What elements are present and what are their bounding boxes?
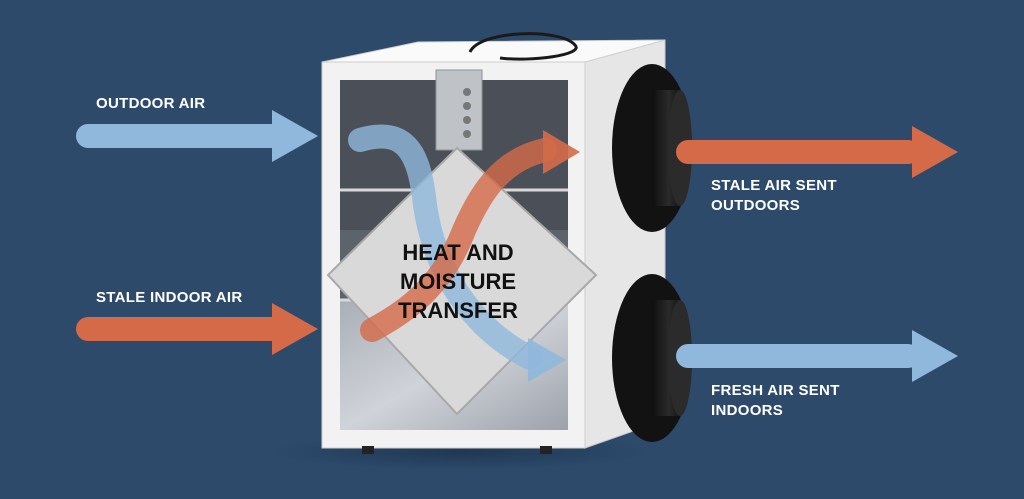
fresh-air-indoors-arrow-shaft <box>676 344 920 368</box>
supply-port <box>612 274 692 442</box>
outdoor-air-arrowhead <box>272 110 318 162</box>
stale-air-sent-outdoors-label: STALE AIR SENT OUTDOORS <box>711 177 837 214</box>
stale-indoor-air-arrow-shaft <box>76 317 286 341</box>
cabinet-foot <box>362 446 374 454</box>
stale-air-outdoors-arrow-shaft <box>676 140 920 164</box>
internal-stale-air-arrowhead <box>543 130 580 174</box>
control-box <box>435 69 483 151</box>
stale-air-outdoors-arrow <box>676 126 958 178</box>
stale-indoor-air-arrowhead <box>272 303 318 355</box>
control-screw <box>463 88 471 96</box>
internal-fresh-air-arrowhead <box>528 338 566 382</box>
outdoor-air-arrow-shaft <box>76 124 286 148</box>
cabinet-foot <box>540 446 552 454</box>
outdoor-air-label: OUTDOOR AIR <box>96 95 206 112</box>
control-screw <box>463 130 471 138</box>
power-cable <box>468 32 578 61</box>
fresh-air-indoors-arrow <box>676 330 958 382</box>
heat-moisture-transfer-label: HEAT AND MOISTURE TRANSFER <box>398 240 518 323</box>
stale-indoor-air-arrow <box>76 303 318 355</box>
control-screw <box>463 102 471 110</box>
stale-air-outdoors-arrowhead <box>912 126 958 178</box>
exhaust-port <box>612 64 692 232</box>
internal-stale-air-path <box>360 138 557 342</box>
control-screw <box>463 116 471 124</box>
stale-indoor-air-label: STALE INDOOR AIR <box>96 289 243 306</box>
fresh-air-sent-indoors-label: FRESH AIR SENT INDOORS <box>711 382 840 419</box>
outdoor-air-arrow <box>76 110 318 162</box>
internal-fresh-air-path <box>348 124 542 370</box>
fresh-air-indoors-arrowhead <box>912 330 958 382</box>
